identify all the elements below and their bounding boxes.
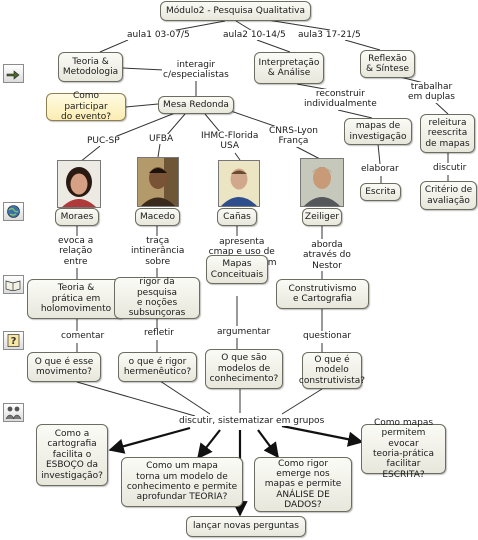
photo-zeiliger — [300, 158, 344, 207]
node-q-rigor-mapas[interactable]: Como rigor emerge nos mapas e permite AN… — [254, 457, 352, 512]
node-teoria-metodologia[interactable]: Teoria & Metodologia — [58, 52, 123, 82]
edge-ufba-macedo — [157, 143, 161, 158]
node-q-movimento[interactable]: O que é esse movimento? — [27, 352, 101, 382]
label-cnrs: CNRS-Lyon França — [268, 126, 319, 147]
edge-qrigor-discutir — [159, 380, 211, 415]
label-trabalhar: trabalhar em duplas — [407, 82, 456, 103]
label-ufba: UFBA — [148, 134, 175, 145]
node-interpretacao-analise[interactable]: Interpretação & Análise — [254, 52, 324, 84]
label-evoca: evoca a relação entre — [57, 236, 95, 268]
label-comentar: comentar — [60, 331, 106, 342]
node-rigor-pesquisa[interactable]: rigor da pesquisa e noções subsunçoras — [114, 277, 200, 319]
node-moraes[interactable]: Moraes — [55, 208, 99, 226]
edge-trabalhar-releitura — [434, 101, 449, 115]
label-aborda: aborda através do Nestor — [302, 240, 352, 272]
node-canas[interactable]: Cañas — [217, 208, 257, 226]
node-reflexao-sintese[interactable]: Reflexão & Síntese — [360, 50, 415, 78]
question-note-icon[interactable]: ? — [3, 331, 24, 350]
node-q-cartografia[interactable]: Como a cartografia facilita o ESBOÇO da … — [36, 424, 108, 486]
node-q-construtivista[interactable]: O que é modelo construtivista? — [299, 352, 365, 389]
label-aula2: aula2 10-14/5 — [222, 30, 287, 41]
arrow-to-q-mapas-evocar — [281, 424, 364, 447]
node-criterio-avaliacao[interactable]: Critério de avaliação — [420, 181, 477, 210]
node-como-participar[interactable]: Como participar do evento? — [46, 91, 126, 122]
node-mapas-conceituais[interactable]: Mapas Conceituais — [206, 255, 268, 284]
arrow-to-q-cartografia — [108, 426, 191, 454]
node-q-rigor-hermeneutico[interactable]: o que é rigor hermenêutico? — [118, 352, 197, 382]
edge-teoria-interagir — [121, 67, 165, 71]
node-root[interactable]: Módulo2 - Pesquisa Qualitativa — [160, 1, 311, 21]
node-teoria-pratica[interactable]: Teoria & prática em holomovimento — [27, 279, 125, 319]
label-aula1: aula1 03-07/5 — [126, 30, 191, 41]
edge-cnrs-zeiliger — [294, 145, 321, 160]
edge-mesa-comoparticipar — [125, 103, 159, 108]
photo-macedo — [137, 157, 179, 207]
node-mapas-investigacao[interactable]: mapas de investigação — [344, 118, 412, 145]
edge-qconstr-discutir — [281, 388, 323, 415]
edge-qmov-discutir — [76, 381, 196, 417]
globe-icon[interactable] — [3, 202, 24, 221]
label-questionar: questionar — [302, 331, 353, 342]
label-puc: PUC-SP — [86, 136, 121, 147]
edge-puc-moraes — [79, 145, 101, 163]
arrow-to-q-rigor-mapas — [257, 429, 279, 459]
books-icon[interactable] — [3, 275, 24, 294]
label-refletir: refletir — [143, 328, 175, 339]
node-escrita[interactable]: Escrita — [360, 183, 401, 201]
people-icon[interactable] — [3, 403, 24, 422]
label-interagir: interagir c/especialistas — [162, 60, 230, 81]
arrow-to-q-mapa-modelo — [197, 429, 221, 460]
label-traca: traça intinerância sobre — [130, 236, 186, 268]
label-aula3: aula3 17-21/5 — [297, 30, 362, 41]
node-releitura[interactable]: releitura reescrita de mapas — [420, 114, 475, 153]
edge-ihmc-canas — [234, 152, 241, 161]
hand-arrow-icon[interactable] — [3, 64, 24, 83]
photo-canas — [218, 160, 260, 207]
edge-aula1-teoria — [99, 39, 129, 53]
photo-moraes — [57, 160, 101, 208]
label-argumentar: argumentar — [216, 327, 272, 338]
edge-mesa-ufba — [165, 113, 186, 137]
edge-mapas-elaborar — [377, 143, 381, 165]
edge-mesa-ihmc — [204, 113, 221, 133]
node-q-mapa-modelo[interactable]: Como um mapa torna um modelo de conhecim… — [121, 457, 243, 507]
node-q-modelos[interactable]: O que são modelos de conhecimento? — [205, 349, 283, 389]
edge-aula3-reflexao — [344, 39, 381, 51]
node-zeiliger[interactable]: Zeiliger — [302, 208, 342, 226]
node-novas-perguntas[interactable]: lançar novas perguntas — [186, 516, 306, 537]
label-discutir-r: discutir — [432, 163, 468, 174]
label-reconstruir: reconstruir individualmente — [303, 89, 378, 110]
edge-mesa-cnrs — [224, 108, 281, 129]
svg-text:?: ? — [11, 336, 17, 347]
label-discutir-grupos: discutir, sistematizar em grupos — [178, 416, 326, 427]
edge-aula2-interp — [256, 39, 291, 53]
edge-mesa-puc — [111, 112, 176, 139]
node-macedo[interactable]: Macedo — [135, 208, 180, 226]
edge-reconstruir-mapas — [337, 109, 373, 119]
node-mesa-redonda[interactable]: Mesa Redonda — [158, 96, 234, 114]
node-construtivismo[interactable]: Construtivismo e Cartografia — [276, 279, 369, 309]
label-ihmc: IHMC-Florida USA — [200, 131, 260, 152]
label-elaborar: elaborar — [360, 164, 400, 175]
node-q-mapas-evocar[interactable]: Como mapas permitem evocar teoria-prátic… — [361, 418, 446, 480]
